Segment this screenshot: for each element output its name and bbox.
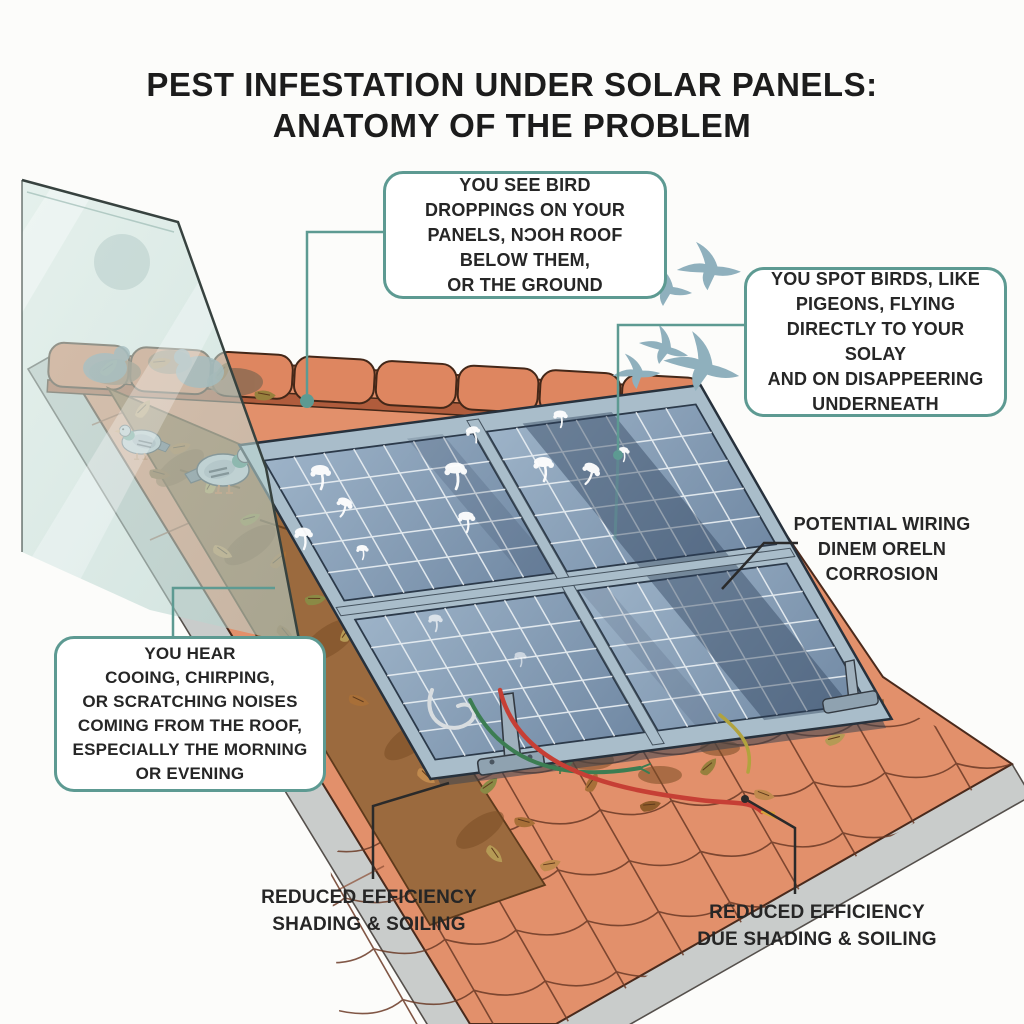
connector-noises-line	[171, 586, 275, 636]
callout-noises-text: YOU HEAR COOING, CHIRPING, OR SCRATCHING…	[72, 644, 308, 783]
callout-droppings-text: YOU SEE BIRD DROPPINGS ON YOUR PANELS, N…	[424, 174, 626, 295]
label-reduced-efficiency-right: REDUCED EFFICIENCY DUE SHADING & SOILING	[697, 902, 937, 950]
connector-droppings-line	[305, 230, 383, 394]
label-wiring-corrosion: POTENTIAL WIRING DINEM ORELN CORROSION	[793, 514, 971, 584]
page-title: PEST INFESTATION UNDER SOLAR PANELS: ANA…	[146, 66, 878, 145]
connector-flying-line	[616, 323, 744, 450]
callout-flying-birds-text: YOU SPOT BIRDS, LIKE PIGEONS, FLYING DIR…	[767, 269, 984, 414]
pointer-efficiency-right-dot	[741, 795, 749, 803]
lifted-glass-panel	[21, 178, 302, 646]
pointer-wiring-line	[721, 541, 798, 590]
callout-flying-birds: YOU SPOT BIRDS, LIKE PIGEONS, FLYING DIR…	[744, 267, 1007, 417]
callout-noises: YOU HEAR COOING, CHIRPING, OR SCRATCHING…	[54, 636, 326, 792]
connector-droppings-dot	[300, 394, 314, 408]
pointer-efficiency-center-line	[371, 781, 450, 879]
pointer-efficiency-right-line	[746, 798, 797, 894]
connector-flying-dot	[613, 450, 623, 460]
label-reduced-efficiency-center: REDUCED EFFICIENCY SHADING & SOILING	[261, 887, 477, 935]
callout-droppings: YOU SEE BIRD DROPPINGS ON YOUR PANELS, N…	[383, 171, 667, 299]
